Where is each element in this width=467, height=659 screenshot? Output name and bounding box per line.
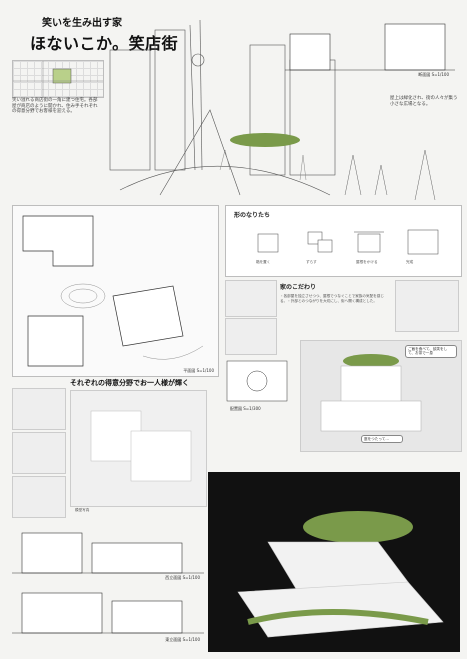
right-sketch-drawing bbox=[344, 149, 436, 201]
form-step: ずらす bbox=[306, 260, 317, 264]
site-section: 断面図 S=1/100 bbox=[285, 14, 455, 77]
street-perspective-sketch bbox=[100, 19, 345, 205]
page-title: ほないこか。笑店街 bbox=[30, 34, 179, 53]
intro-text: 笑い溢れる商店街の一角に建つ住宅。各部屋が商店のように開かれ、住み手それぞれの得… bbox=[12, 98, 98, 114]
subtitle: 笑いを生み出す家 bbox=[42, 18, 122, 29]
floor-plan bbox=[22, 215, 204, 367]
model-photo-small-1 bbox=[225, 280, 277, 317]
east-elevation-label: 東立面図 S=1/100 bbox=[165, 637, 200, 642]
feature-block: 家のこだわり ・各部屋を独立させつつ、屋根でつなぐことで家族の気配を感じる。・外… bbox=[280, 282, 390, 352]
site-map-drawing bbox=[13, 61, 103, 97]
model-photo-small-2 bbox=[225, 318, 277, 355]
model-photo-interior-2 bbox=[12, 432, 66, 474]
model-photo-interior-3 bbox=[12, 476, 66, 518]
form-title: 形のなりたち bbox=[234, 212, 271, 219]
model-photo-small-3 bbox=[395, 280, 459, 332]
layout-label: 配置図 S=1/300 bbox=[230, 406, 261, 411]
west-elevation-label: 西立面図 S=1/100 bbox=[165, 575, 200, 580]
model-main-drawing bbox=[237, 511, 444, 638]
form-step: 完成 bbox=[406, 260, 414, 264]
section-drawing bbox=[285, 23, 455, 71]
layout-plan: 配置図 S=1/300 bbox=[222, 356, 292, 411]
layout-drawing bbox=[226, 360, 288, 402]
perspective-drawing bbox=[109, 19, 336, 196]
speech-bubble: ご飯を食べて、談笑をして、お茶で一息 bbox=[405, 345, 457, 358]
model-photo-large bbox=[70, 390, 207, 507]
elevations: 西立面図 S=1/100 東立面図 S=1/100 bbox=[12, 525, 204, 647]
form-step: 屋根をかける bbox=[356, 260, 378, 264]
right-sketch bbox=[335, 125, 460, 205]
form-evolution-panel: 形のなりたち 箱を置く ずらす 屋根をかける 完成 bbox=[225, 205, 462, 277]
model-photo-interior-1 bbox=[12, 388, 66, 430]
form-diagrams bbox=[257, 229, 439, 255]
feature-title: 家のこだわり bbox=[280, 284, 317, 291]
form-step: 箱を置く bbox=[256, 260, 271, 264]
speech-bubble: 庭をつたって… bbox=[361, 434, 403, 443]
floor-plan-panel: 平面図 S=1/100 bbox=[12, 205, 219, 377]
plan-label: 平面図 S=1/100 bbox=[183, 368, 214, 373]
rooftop-garden bbox=[230, 133, 300, 147]
sharing-title: それぞれの得意分野でお一人様が輝く bbox=[70, 379, 189, 387]
model-mid-drawing bbox=[320, 354, 422, 432]
model-large-drawing bbox=[90, 410, 192, 482]
model-photo-main bbox=[208, 472, 460, 652]
model-photo-mid: ご飯を食べて、談笑をして、お茶で一息 庭をつたって… bbox=[300, 340, 462, 452]
form-steps: 箱を置く ずらす 屋根をかける 完成 bbox=[256, 224, 456, 272]
header: 笑いを生み出す家 ほないこか。笑店街 bbox=[30, 14, 200, 60]
elevation-drawings bbox=[12, 532, 204, 634]
photo-caption: 模型写真 bbox=[75, 508, 90, 512]
feature-body: ・各部屋を独立させつつ、屋根でつなぐことで家族の気配を感じる。・外部とのつながり… bbox=[280, 294, 384, 303]
right-note: 屋上は緑化され、街の人々が集う小さな広場となる。 bbox=[390, 96, 458, 107]
site-map bbox=[12, 60, 104, 98]
section-label: 断面図 S=1/100 bbox=[418, 72, 449, 77]
